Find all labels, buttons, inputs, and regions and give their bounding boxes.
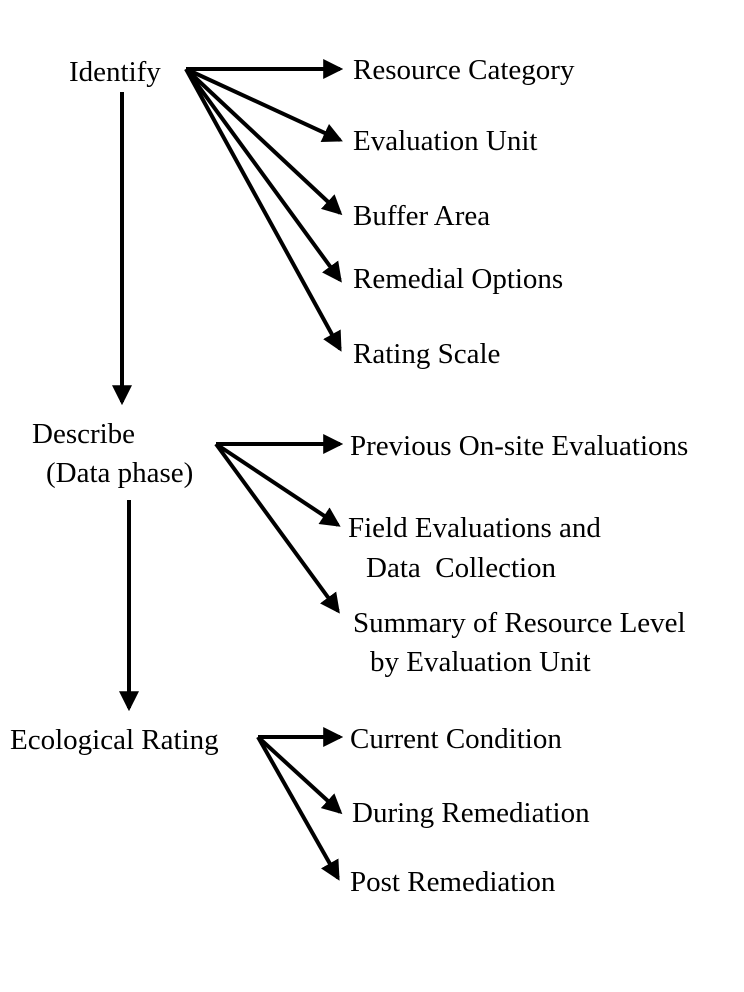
arrow-identify-rating-scale: [184, 68, 342, 352]
stage-rating-label: Ecological Rating: [10, 724, 219, 756]
identify-output-remedial-options: Remedial Options: [353, 263, 563, 295]
identify-output-buffer-area: Buffer Area: [353, 200, 490, 232]
describe-output-previous-evaluations: Previous On-site Evaluations: [350, 430, 688, 462]
arrow-rating-post-remediation: [256, 736, 340, 881]
identify-output-rating-scale: Rating Scale: [353, 338, 500, 370]
identify-output-resource-category: Resource Category: [353, 54, 575, 86]
rating-output-during-remediation: During Remediation: [352, 797, 590, 829]
stage-describe-label: Describe: [32, 418, 135, 450]
describe-output-field-evaluations-line2: Data Collection: [366, 552, 557, 584]
arrow-identify-buffer-area: [184, 67, 343, 216]
describe-output-field-evaluations: Field Evaluations and: [348, 512, 601, 544]
arrow-identify-remedial-options: [184, 67, 342, 283]
arrow-describe-field-evaluations: [214, 442, 341, 527]
arrow-describe-summary: [214, 442, 340, 614]
arrow-rating-during-remediation: [256, 735, 343, 815]
identify-output-evaluation-unit: Evaluation Unit: [353, 125, 537, 157]
rating-output-post-remediation: Post Remediation: [350, 866, 556, 898]
stage-identify-label: Identify: [69, 56, 161, 88]
stage-describe-sublabel: (Data phase): [46, 457, 193, 489]
describe-output-summary-line2: by Evaluation Unit: [370, 646, 591, 678]
arrow-identify-evaluation-unit: [185, 67, 343, 143]
describe-output-summary: Summary of Resource Level: [353, 607, 686, 639]
rating-output-current-condition: Current Condition: [350, 723, 562, 755]
